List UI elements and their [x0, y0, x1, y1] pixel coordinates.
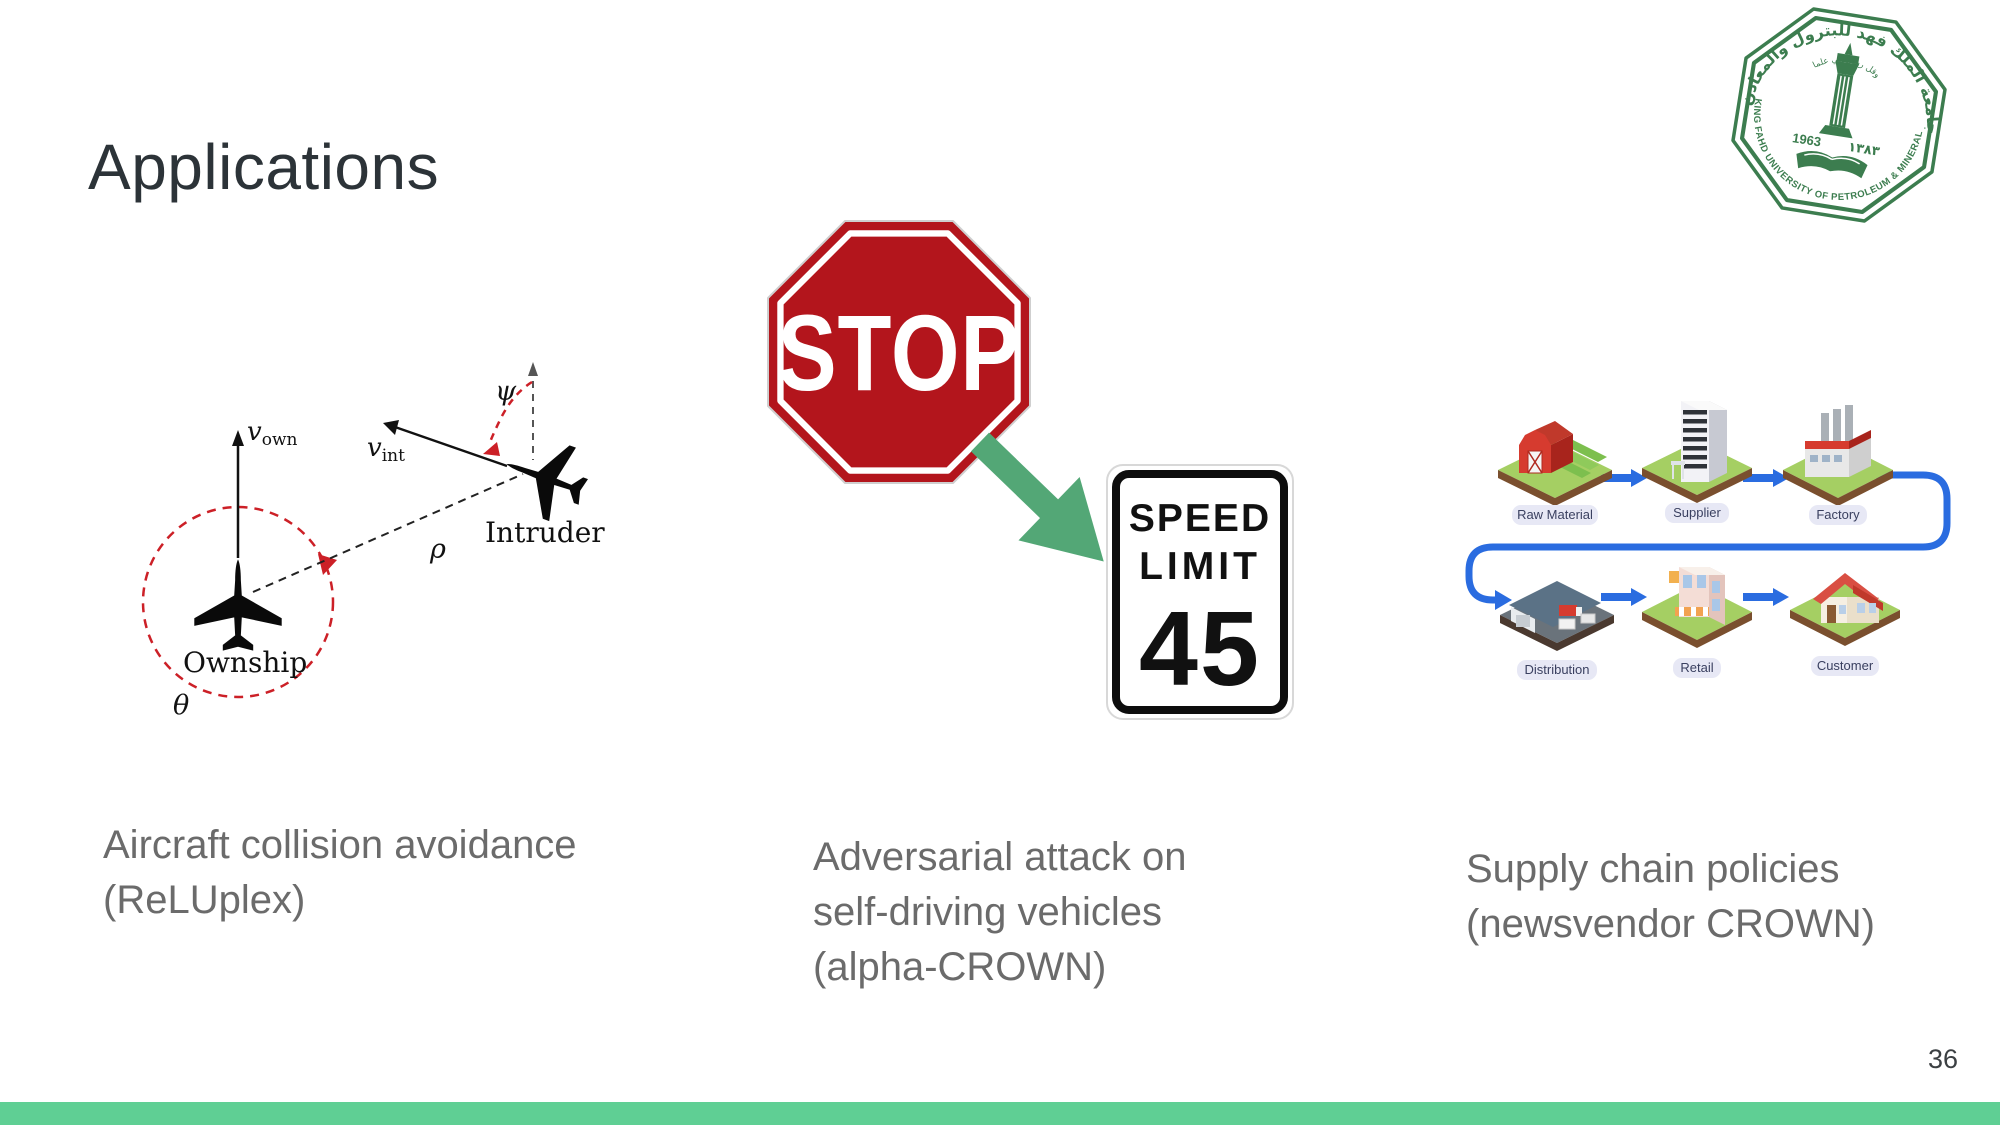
aircraft-collision-diagram: vown ψ vint ρ Intruder Ownship θ [141, 362, 605, 721]
node-label-distribution: Distribution [1524, 662, 1589, 677]
intruder-label: Intruder [485, 516, 605, 549]
caption-adversarial: Adversarial attack on self-driving vehic… [813, 830, 1293, 996]
node-label-supplier: Supplier [1673, 505, 1721, 520]
stop-sign-icon: STOP [767, 220, 1031, 484]
rho-line [252, 473, 524, 593]
node-label-factory: Factory [1816, 507, 1860, 522]
stop-octagon [767, 220, 1031, 484]
node-label-retail: Retail [1680, 660, 1713, 675]
caption-line: (alpha-CROWN) [813, 945, 1107, 990]
logo-year-hijri: ١٣٨٣ [1847, 140, 1881, 160]
supplier-icon [1642, 401, 1752, 503]
page-title: Applications [88, 131, 440, 203]
node-label-customer: Customer [1817, 658, 1874, 673]
logo-year-gregorian: 1963 [1791, 130, 1822, 149]
raw-material-icon [1498, 421, 1612, 506]
theta-label: θ [173, 690, 189, 721]
loop-arrowhead-icon [1495, 590, 1512, 610]
logo-book-icon [1796, 151, 1868, 179]
supply-chain-diagram: Raw Material Supplier Factory Distributi… [1465, 401, 1951, 680]
v-own-label: vown [247, 417, 297, 450]
caption-line: Supply chain policies [1466, 847, 1840, 891]
adversarial-arrow-icon [970, 432, 1104, 562]
psi-label: ψ [495, 376, 517, 407]
caption-line: (ReLUplex) [103, 878, 306, 923]
customer-icon [1790, 573, 1900, 646]
node-label-raw-material: Raw Material [1517, 507, 1593, 522]
caption-line: Adversarial attack on [813, 835, 1187, 879]
supply-flow-arrows [1495, 469, 1789, 610]
caption-line: self-driving vehicles [813, 890, 1163, 935]
caption-line: (newsvendor CROWN) [1466, 902, 1875, 947]
psi-arc [488, 380, 533, 443]
caption-aircraft: Aircraft collision avoidance (ReLUplex) [103, 818, 663, 928]
page-number: 36 [1927, 1044, 1958, 1074]
retail-icon [1642, 567, 1752, 648]
speed-limit-sign-icon: SPEED LIMIT 45 [1106, 464, 1294, 720]
psi-arrowhead-icon [483, 442, 500, 456]
supply-loop-connector [1465, 471, 1951, 604]
ownship-plane-icon [194, 559, 282, 651]
speed-value-text: 45 [1139, 590, 1261, 708]
v-int-label: vint [367, 433, 405, 466]
limit-text: LIMIT [1139, 545, 1261, 588]
caption-supply-chain: Supply chain policies (newsvendor CROWN) [1466, 842, 1966, 952]
intruder-plane-icon [493, 427, 597, 529]
v-int-vector [394, 425, 508, 468]
distribution-icon [1500, 581, 1614, 651]
speed-text: SPEED [1129, 497, 1271, 540]
theta-circle [141, 505, 335, 699]
factory-icon [1783, 405, 1893, 506]
footer-accent-bar [0, 1102, 2000, 1125]
kfupm-logo-icon: 1963 ١٣٨٣ جامعة الملك فهد للبترول والمعا… [1727, 2, 1952, 223]
caption-line: Aircraft collision avoidance [103, 823, 577, 867]
rho-label: ρ [429, 534, 446, 565]
stop-text: STOP [778, 293, 1021, 413]
theta-arrowhead-icon [318, 554, 337, 575]
ownship-label: Ownship [183, 646, 307, 679]
